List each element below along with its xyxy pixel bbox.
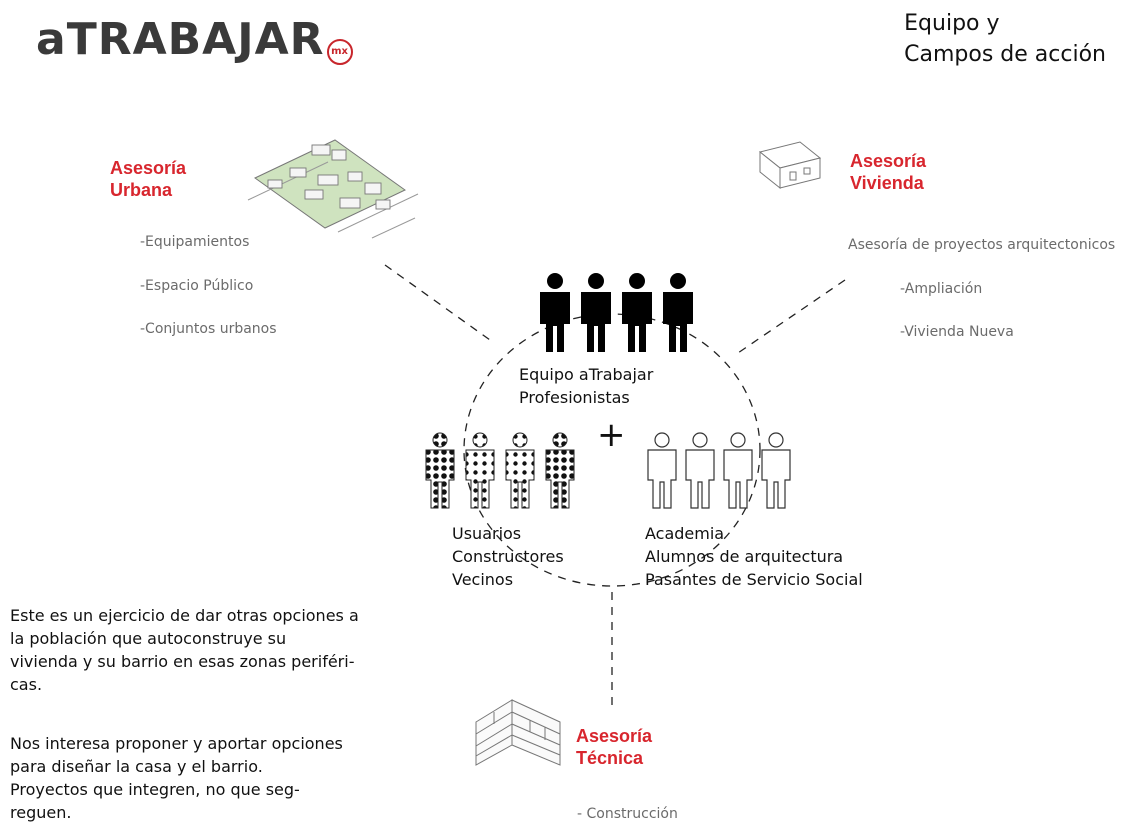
users-item: Vecinos [452,570,514,589]
description-line: reguen. [10,803,72,822]
plus-sign: + [597,415,626,455]
house-icon [758,141,822,190]
academia-item: Pasantes de Servicio Social [645,570,863,589]
description-line: la población que autoconstruye su [10,629,287,648]
vivienda-title: Asesoría Vivienda [850,150,926,194]
team-figures [540,273,693,352]
vivienda-title-line2: Vivienda [850,173,924,193]
description-para2: Nos interesa proponer y aportar opciones… [10,732,390,824]
academia-figures [647,432,791,509]
academia-list: Academia Alumnos de arquitectura Pasante… [645,522,863,591]
logo-text: aTRABAJAR [36,14,325,65]
urbana-title-line1: Asesoría [110,158,187,178]
tecnica-title: Asesoría Técnica [576,725,652,769]
tecnica-item: - Construcción [577,806,678,822]
urban-plan-icon [247,139,419,239]
description-line: Proyectos que integren, no que seg- [10,780,300,799]
users-item: Usuarios [452,524,522,543]
vivienda-item: -Vivienda Nueva [900,324,1014,340]
page-title: Equipo y Campos de acción [904,8,1106,70]
users-list: Usuarios Constructores Vecinos [452,522,564,591]
vivienda-item: -Ampliación [900,281,983,297]
logo-badge: mx [326,39,353,65]
urbana-title: Asesoría Urbana [110,157,186,201]
connector-lines [384,264,846,712]
description-line: vivienda y su barrio en esas zonas perif… [10,652,355,671]
team-circle [463,313,761,587]
tecnica-title-line2: Técnica [576,748,644,768]
vivienda-subtitle: Asesoría de proyectos arquitectonicos [848,237,1116,253]
urbana-item: -Conjuntos urbanos [140,321,277,337]
description-line: para diseñar la casa y el barrio. [10,757,263,776]
description-para1: Este es un ejercicio de dar otras opcion… [10,604,390,696]
connector-urbana [384,264,491,341]
urbana-title-line2: Urbana [110,180,173,200]
connector-vivienda [734,279,846,356]
page-title-line1: Equipo y [904,11,1000,36]
page-title-line2: Campos de acción [904,42,1106,67]
users-item: Constructores [452,547,564,566]
vivienda-title-line1: Asesoría [850,151,927,171]
team-label-line1: Equipo aTrabajar [519,365,654,384]
tecnica-title-line1: Asesoría [576,726,653,746]
description-line: cas. [10,675,43,694]
description-line: Nos interesa proponer y aportar opciones [10,734,343,753]
description-line: Este es un ejercicio de dar otras opcion… [10,606,359,625]
team-label-line2: Profesionistas [519,388,630,407]
urbana-item: -Equipamientos [140,234,250,250]
brick-wall-icon [475,699,561,766]
team-label: Equipo aTrabajar Profesionistas [519,363,653,409]
urbana-item: -Espacio Público [140,278,254,294]
user-figures [425,432,575,509]
academia-item: Academia [645,524,725,543]
academia-item: Alumnos de arquitectura [645,547,844,566]
